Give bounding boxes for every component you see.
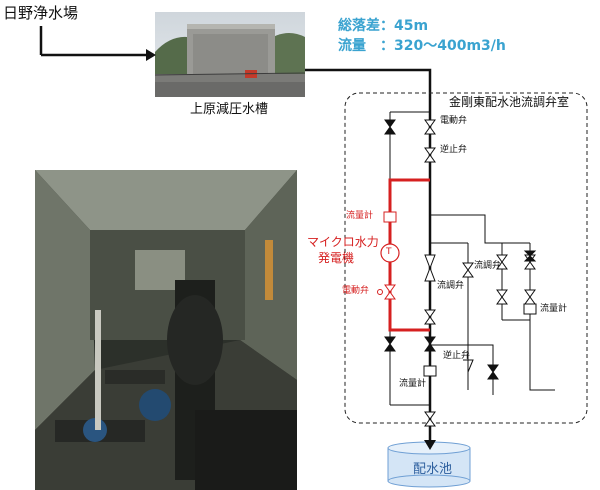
generator-flow-meter-label: 流量計 <box>346 211 374 221</box>
generator-flow-meter <box>383 211 397 223</box>
source-label: 日野浄水場 <box>3 4 79 22</box>
check-valve-bottom-label: 逆止弁 <box>443 351 471 361</box>
flow-meter-bottom <box>423 365 437 377</box>
reservoir-arrow <box>424 440 436 450</box>
motor-valve-top-label: 電動弁 <box>440 116 468 126</box>
flow-meter-right <box>523 303 537 315</box>
pump-room-photo <box>35 170 297 490</box>
motor-valve-top <box>424 119 436 128</box>
flow-meter-bottom-label: 流量計 <box>399 379 427 389</box>
flow-control-valve-2-label: 流調弁 <box>474 261 502 271</box>
tank-caption: 上原減圧水槽 <box>190 102 269 117</box>
generator-motor-valve-label: 電動弁 <box>342 286 370 296</box>
check-valve-bottom <box>463 359 474 376</box>
reservoir <box>387 441 471 488</box>
room-boundary <box>344 92 588 424</box>
check-valve-top-label: 逆止弁 <box>440 145 468 155</box>
room-label: 金剛東配水池流調弁室 <box>449 95 570 109</box>
generator-motor-valve <box>384 284 396 293</box>
tank-outlet-pipe <box>305 68 432 108</box>
check-valve-top <box>424 147 436 156</box>
flow-control-valve-2 <box>462 262 474 271</box>
right-branch-pipe <box>430 214 530 244</box>
tank-photo <box>155 12 305 97</box>
generator-title-2: 発電機 <box>318 251 355 265</box>
flow-meter-right-label: 流量計 <box>540 304 568 314</box>
head-drop: 総落差：45m <box>338 18 429 34</box>
flow-control-valve-1-label: 流調弁 <box>437 281 465 291</box>
reservoir-label: 配水池 <box>413 462 453 477</box>
flow-control-valve-1 <box>424 254 436 270</box>
flow-rate: 流量 ：320〜400m3/h <box>338 38 506 54</box>
generator-title-1: マイクロ水力 <box>307 235 379 249</box>
turbine-label: T <box>386 247 392 257</box>
turbine-symbol <box>380 243 400 263</box>
source-arrow <box>39 26 156 61</box>
